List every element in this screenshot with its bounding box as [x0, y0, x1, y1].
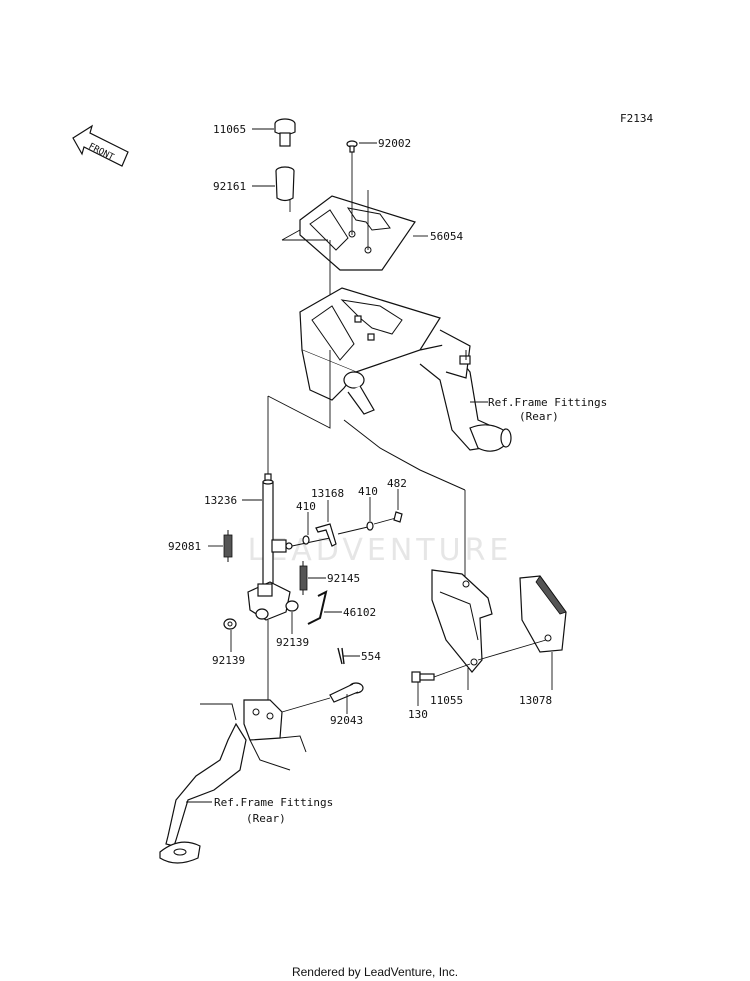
part-482-clip [393, 511, 403, 523]
part-92081-spring [223, 530, 233, 562]
label-92043: 92043 [330, 714, 363, 727]
part-130-bolt [411, 671, 435, 683]
label-92139a: 92139 [212, 654, 245, 667]
label-92081: 92081 [168, 540, 201, 553]
label-ref-frame-lower-1: Ref.Frame Fittings [214, 796, 333, 809]
label-11065: 11065 [213, 123, 246, 136]
front-arrow-icon: FRONT [72, 124, 129, 167]
part-410-washer-a [302, 535, 310, 545]
part-92002-screw [346, 140, 358, 153]
label-46102: 46102 [343, 606, 376, 619]
part-92139-bushing-a [223, 618, 237, 630]
part-92043-pin [329, 682, 364, 703]
part-92145-spring [299, 561, 308, 595]
label-482: 482 [387, 477, 407, 490]
part-92161-sleeve [275, 166, 295, 202]
part-11065-cap [274, 118, 296, 147]
label-13168: 13168 [311, 487, 344, 500]
part-shift-bracket [299, 287, 512, 491]
label-92161: 92161 [213, 180, 246, 193]
label-92139b: 92139 [276, 636, 309, 649]
part-brake-pedal [159, 699, 307, 864]
part-13168-link [315, 523, 337, 547]
label-92002: 92002 [378, 137, 411, 150]
label-ref-frame-lower-2: (Rear) [246, 812, 286, 825]
label-13078: 13078 [519, 694, 552, 707]
label-410b: 410 [358, 485, 378, 498]
label-410a: 410 [296, 500, 316, 513]
label-11055: 11055 [430, 694, 463, 707]
footer-credit: Rendered by LeadVenture, Inc. [292, 965, 458, 979]
label-ref-frame-upper-2: (Rear) [519, 410, 559, 423]
label-56054: 56054 [430, 230, 463, 243]
part-shift-base [247, 581, 299, 621]
watermark: LEADVENTURE [248, 533, 513, 568]
label-554: 554 [361, 650, 381, 663]
part-13078-sector-plate [519, 575, 567, 653]
part-11055-bracket [431, 569, 493, 673]
part-13236-shift-rod [262, 473, 274, 593]
part-56054-gate-plate [299, 195, 416, 271]
diagram-code: F2134 [620, 112, 653, 125]
label-92145: 92145 [327, 572, 360, 585]
label-130: 130 [408, 708, 428, 721]
label-13236: 13236 [204, 494, 237, 507]
label-ref-frame-upper-1: Ref.Frame Fittings [488, 396, 607, 409]
part-410-washer-b [366, 521, 374, 531]
part-46102-spring-rod [307, 590, 328, 625]
